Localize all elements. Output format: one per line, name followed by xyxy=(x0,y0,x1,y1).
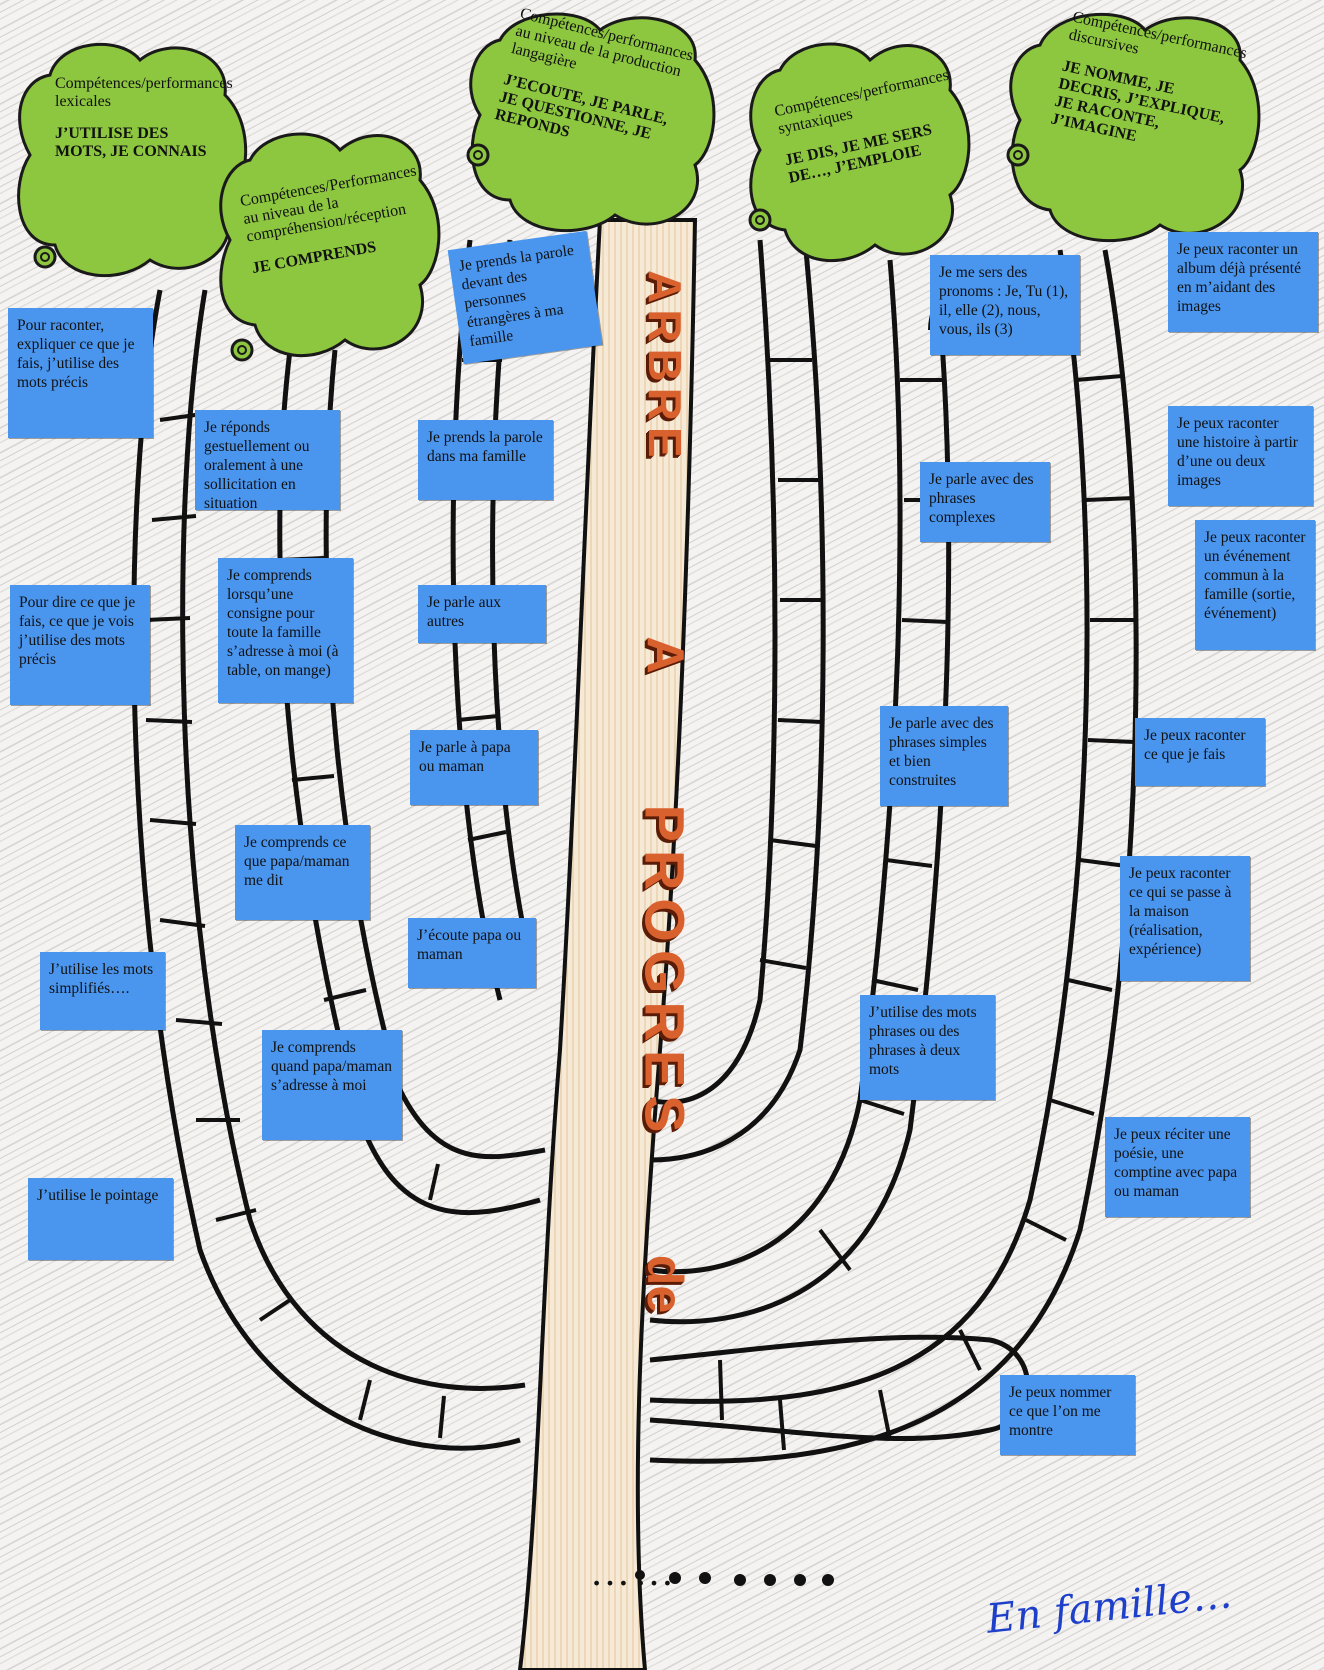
crown-production: Compétences/performances au niveau de la… xyxy=(460,5,725,240)
card-syntax-4: J’utilise des mots phrases ou des phrase… xyxy=(860,995,995,1100)
card-syntax-3: Je parle avec des phrases simples et bie… xyxy=(880,706,1008,806)
card-discursive-6: Je peux réciter une poésie, une comptine… xyxy=(1105,1117,1250,1217)
card-comprehension-2: Je comprends lorsqu’une consigne pour to… xyxy=(218,558,353,703)
card-discursive-3: Je peux raconter un événement commun à l… xyxy=(1195,520,1315,650)
card-production-4: Je parle à papa ou maman xyxy=(410,730,538,805)
card-syntax-2: Je parle avec des phrases complexes xyxy=(920,462,1050,542)
crown-syntax: Compétences/performances syntaxiques JE … xyxy=(740,30,985,270)
title-word-de: de xyxy=(636,1239,694,1329)
card-discursive-4: Je peux raconter ce que je fais xyxy=(1135,718,1265,786)
crown-comprehension: Compétences/Performances au niveau de la… xyxy=(210,120,450,370)
card-comprehension-1: Je réponds gestuellement ou oralement à … xyxy=(195,410,340,510)
card-lexical-2: Pour dire ce que je fais, ce que je vois… xyxy=(10,585,150,705)
card-syntax-1: Je me sers des pronoms : Je, Tu (1), il,… xyxy=(930,255,1080,355)
crown-keyline: J’UTILISE DES MOTS, JE CONNAIS xyxy=(55,125,215,161)
card-production-3: Je parle aux autres xyxy=(418,585,546,643)
card-lexical-4: J’utilise le pointage xyxy=(28,1178,173,1260)
card-discursive-2: Je peux raconter une histoire à partir d… xyxy=(1168,406,1313,506)
title-ellipsis: …… xyxy=(590,1548,678,1595)
card-production-5: J’écoute papa ou maman xyxy=(408,918,536,988)
title-word-a: A xyxy=(635,625,695,685)
tree-title: ARBRE A PROGRES de xyxy=(625,270,705,520)
card-discursive-5: Je peux raconter ce qui se passe à la ma… xyxy=(1120,856,1250,981)
card-comprehension-3: Je comprends ce que papa/maman me dit xyxy=(235,825,370,920)
crown-heading: Compétences/performances lexicales xyxy=(55,75,233,110)
card-discursive-1: Je peux raconter un album déjà présenté … xyxy=(1168,232,1318,332)
title-word-arbre: ARBRE xyxy=(455,270,705,350)
card-lexical-3: J’utilise les mots simplifiés…. xyxy=(40,952,165,1030)
card-production-2: Je prends la parole dans ma famille xyxy=(418,420,553,500)
card-comprehension-4: Je comprends quand papa/maman s’adresse … xyxy=(262,1030,402,1140)
card-discursive-7: Je peux nommer ce que l’on me montre xyxy=(1000,1375,1135,1455)
title-word-progres: PROGRES xyxy=(633,783,698,1163)
crown-discursive: Compétences/performances discursives JE … xyxy=(1000,5,1270,250)
card-lexical-1: Pour raconter, expliquer ce que je fais,… xyxy=(8,308,153,438)
